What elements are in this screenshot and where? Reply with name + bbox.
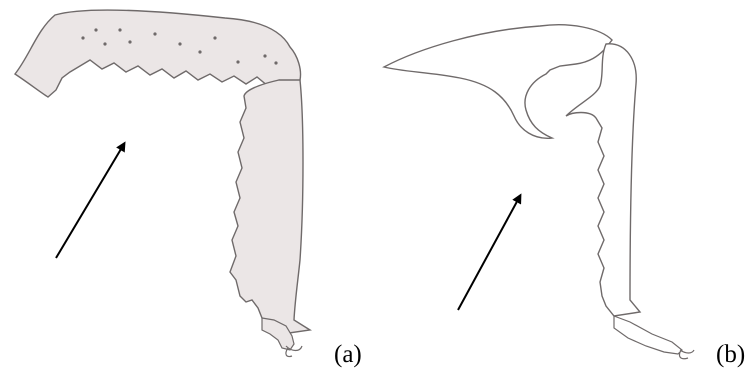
panel-b-label: (b): [716, 342, 745, 367]
panel-a-femur: [15, 10, 301, 97]
panel-b-arrow: [458, 196, 520, 310]
panel-a-claw: [286, 346, 302, 357]
panel-a-arrow: [56, 144, 124, 258]
panel-b-leg-drawing: [384, 25, 694, 359]
panel-a-label: (a): [334, 342, 362, 367]
panel-b-claw: [679, 350, 694, 359]
panel-b-tibia: [566, 44, 640, 316]
panel-a-leg-drawing: [15, 10, 310, 357]
panel-b-tarsus: [614, 316, 682, 354]
panel-a-tibia: [230, 80, 310, 334]
panel-b-femur: [384, 25, 612, 138]
